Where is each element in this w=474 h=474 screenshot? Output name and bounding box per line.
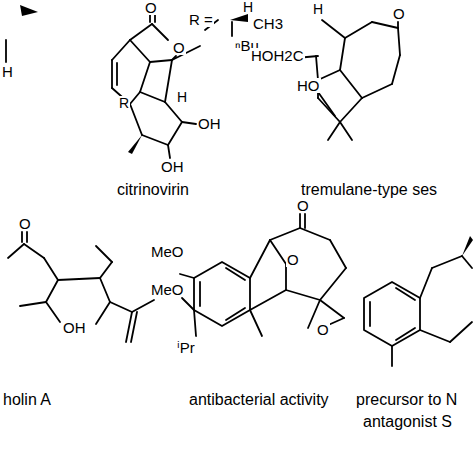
antibacterial-structure [180, 214, 346, 336]
compound-name: holin A [2, 392, 52, 408]
tremulane-structure [296, 20, 400, 140]
atom-label: O [144, 0, 158, 15]
precursor-structure [364, 236, 473, 366]
atom-label: O [286, 252, 300, 267]
left-fragment [6, 5, 38, 62]
atom-label: H [242, 0, 254, 14]
compound-name: antibacterial activity [188, 392, 330, 408]
atom-label: OH [160, 159, 185, 174]
substituent-label: R = [188, 12, 214, 27]
atom-label: O [392, 6, 406, 21]
atom-label: H [312, 2, 324, 16]
atom-label: O [18, 216, 32, 231]
atom-label: HO [296, 78, 321, 93]
citrinovirin-structure [112, 10, 248, 158]
atom-label: O [172, 40, 186, 55]
atom-label: H [176, 90, 188, 104]
compound-name: antagonist S [362, 414, 453, 430]
substituent-label: CH3 [252, 16, 284, 31]
atom-label: H [1, 64, 14, 79]
atom-label: O [316, 322, 330, 337]
substituent-label: MeO [150, 282, 185, 297]
holin-a-structure [8, 232, 154, 342]
compound-name: precursor to N [355, 392, 458, 408]
atom-label: OH [197, 116, 222, 131]
atom-label: OH [62, 320, 87, 335]
atom-label: O [296, 198, 310, 213]
substituent-label: MeO [150, 244, 185, 259]
compound-name: tremulane-type ses [300, 182, 438, 198]
substituent-label: ⁱPr [176, 340, 196, 355]
compound-name: citrinovirin [116, 182, 190, 198]
atom-label: HOH2C [250, 48, 305, 63]
atom-label: R [118, 96, 130, 110]
